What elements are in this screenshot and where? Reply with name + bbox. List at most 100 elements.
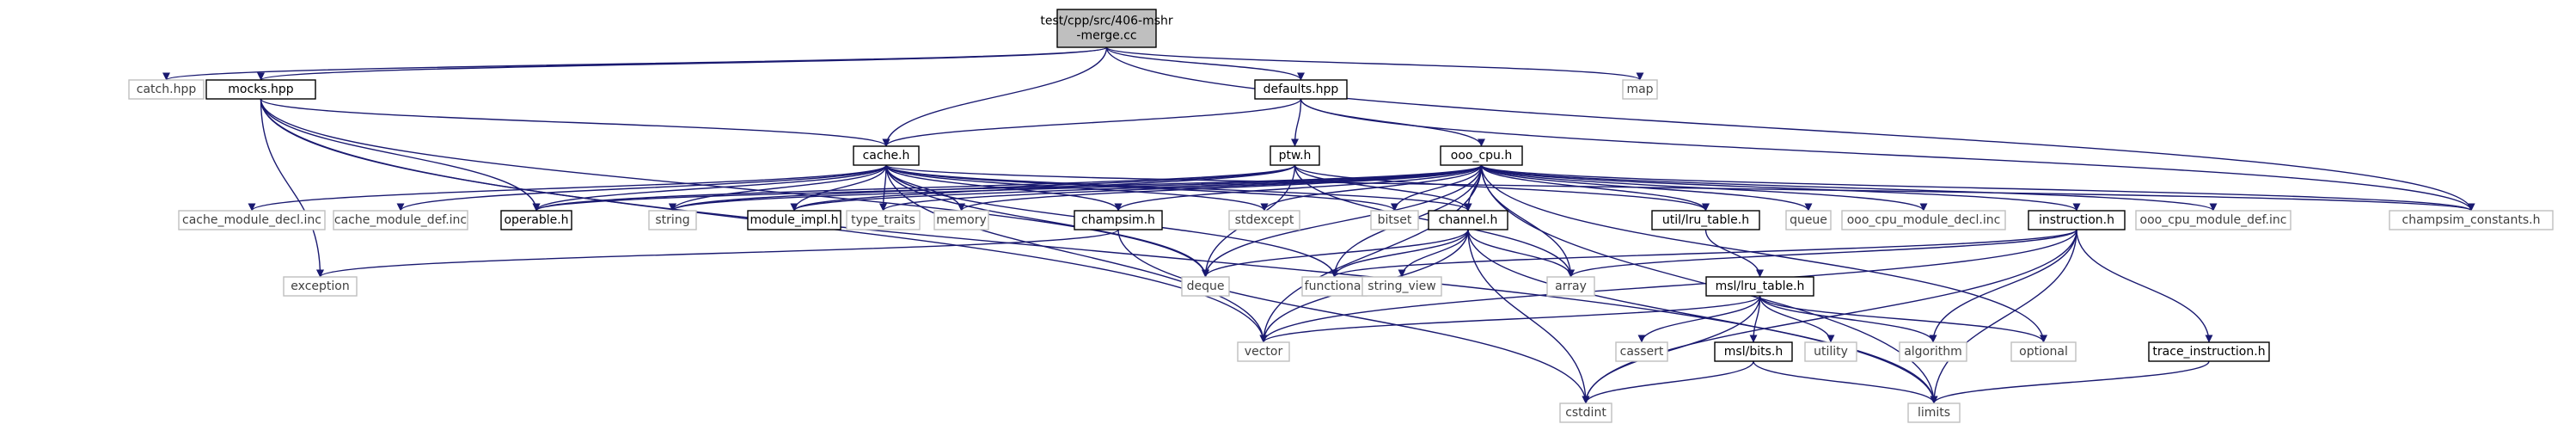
- node-cmdef: cache_module_def.inc: [333, 210, 468, 230]
- node-constants-box: [2389, 210, 2554, 230]
- node-cmdef-box: [333, 210, 468, 230]
- edge-cache-to-cmdef: [396, 164, 887, 212]
- node-string-label: string: [655, 213, 689, 227]
- edge-ptw-to-string: [669, 164, 1296, 212]
- node-module_impl[interactable]: module_impl.h: [747, 210, 841, 230]
- node-lru_table[interactable]: util/lru_table.h: [1651, 210, 1760, 230]
- node-constants: champsim_constants.h: [2389, 210, 2554, 230]
- node-cstdint-label: cstdint: [1565, 406, 1606, 420]
- node-msl_lru[interactable]: msl/lru_table.h: [1705, 276, 1814, 297]
- node-cmdecl: cache_module_decl.inc: [178, 210, 326, 230]
- node-algorithm-box: [1899, 341, 1967, 362]
- edge-msl_lru-to-vector: [1259, 295, 1761, 343]
- edge-channel-to-array: [1467, 229, 1575, 278]
- node-catch: catch.hpp: [128, 79, 205, 100]
- node-type_traits-label: type_traits: [851, 213, 915, 227]
- node-msl_lru-box: [1705, 276, 1814, 297]
- edge-root-to-map: [1105, 46, 1644, 81]
- edge-msl_lru-to-cstdint: [1582, 295, 1761, 404]
- edge-ooo-to-deque: [1202, 164, 1483, 278]
- edge-defaults-to-constants: [1300, 98, 2475, 212]
- node-cache[interactable]: cache.h: [853, 145, 920, 166]
- node-ocmdef: ooo_cpu_module_def.inc: [2135, 210, 2291, 230]
- edge-ptw-to-channel: [1294, 164, 1472, 212]
- node-root[interactable]: test/cpp/src/406-mshr-merge.cc: [1040, 9, 1173, 48]
- node-functional: functional: [1301, 276, 1368, 297]
- node-ooo[interactable]: ooo_cpu.h: [1440, 145, 1523, 166]
- edge-cache-to-string: [669, 164, 887, 212]
- node-trace[interactable]: trace_instruction.h: [2148, 341, 2270, 362]
- node-channel[interactable]: channel.h: [1428, 210, 1508, 230]
- node-instruction-label: instruction.h: [2039, 213, 2114, 227]
- node-algorithm: algorithm: [1899, 341, 1967, 362]
- node-operable-label: operable.h: [504, 213, 568, 227]
- node-vector-label: vector: [1245, 345, 1283, 359]
- node-catch-label: catch.hpp: [137, 83, 197, 96]
- edge-instruction-to-array: [1567, 229, 2077, 278]
- edge-cache-to-operable: [532, 164, 887, 212]
- node-string: string: [648, 210, 697, 230]
- node-queue-label: queue: [1790, 213, 1827, 227]
- edge-mocks-to-cache: [260, 98, 890, 147]
- edge-ooo-to-bitset: [1391, 164, 1483, 212]
- edge-instruction-to-functional: [1331, 229, 2077, 278]
- node-memory-label: memory: [936, 213, 987, 227]
- node-array-box: [1546, 276, 1595, 297]
- node-ptw-label: ptw.h: [1279, 149, 1312, 163]
- node-channel-box: [1428, 210, 1508, 230]
- node-root-label: -merge.cc: [1076, 29, 1136, 43]
- node-mocks-label: mocks.hpp: [228, 83, 294, 96]
- edge-root-to-constants: [1105, 46, 2475, 212]
- node-cmdef-label: cache_module_def.inc: [334, 213, 467, 227]
- edge-msl_bits-to-limits: [1753, 360, 1938, 404]
- node-deque: deque: [1181, 276, 1230, 297]
- node-cmdecl-label: cache_module_decl.inc: [182, 213, 321, 227]
- edge-channel-to-functional: [1331, 229, 1469, 278]
- node-msl_lru-label: msl/lru_table.h: [1716, 280, 1805, 293]
- node-msl_bits[interactable]: msl/bits.h: [1714, 341, 1793, 362]
- node-vector: vector: [1237, 341, 1290, 362]
- edge-ooo-to-ocmdecl: [1480, 164, 1928, 212]
- node-mocks[interactable]: mocks.hpp: [205, 79, 316, 100]
- node-string_view: string_view: [1361, 276, 1442, 297]
- edge-root-to-mocks: [257, 46, 1108, 81]
- node-string_view-label: string_view: [1368, 280, 1435, 293]
- edge-ooo-to-champsim: [1114, 164, 1483, 212]
- node-champsim[interactable]: champsim.h: [1074, 210, 1163, 230]
- edge-ooo-to-lru_table: [1480, 164, 1710, 212]
- node-instruction-box: [2028, 210, 2126, 230]
- node-utility: utility: [1804, 341, 1857, 362]
- node-module_impl-label: module_impl.h: [750, 213, 838, 227]
- node-trace-box: [2148, 341, 2270, 362]
- edge-channel-to-cstdint: [1467, 229, 1590, 404]
- node-operable[interactable]: operable.h: [500, 210, 572, 230]
- node-ptw[interactable]: ptw.h: [1270, 145, 1320, 166]
- node-cache-box: [853, 145, 920, 166]
- edge-cache-to-vector: [885, 164, 1268, 343]
- edge-msl_lru-to-algorithm: [1759, 295, 1937, 343]
- node-stdexcept: stdexcept: [1228, 210, 1300, 230]
- edge-mocks-to-deque: [260, 98, 1209, 278]
- nodes: test/cpp/src/406-mshr-merge.cc catch.hpp m…: [128, 9, 2554, 423]
- node-limits-label: limits: [1918, 406, 1950, 420]
- node-trace-label: trace_instruction.h: [2152, 345, 2265, 359]
- node-queue-box: [1785, 210, 1832, 230]
- edge-cache-to-cmdecl: [248, 164, 887, 212]
- node-ocmdecl-label: ooo_cpu_module_decl.inc: [1847, 213, 2001, 227]
- node-exception: exception: [283, 276, 358, 297]
- node-functional-label: functional: [1305, 280, 1365, 293]
- edge-champsim-to-exception: [316, 229, 1119, 278]
- edge-trace-to-limits: [1930, 360, 2210, 404]
- node-optional: optional: [2010, 341, 2077, 362]
- node-instruction[interactable]: instruction.h: [2028, 210, 2126, 230]
- node-constants-label: champsim_constants.h: [2402, 213, 2541, 227]
- node-cassert: cassert: [1615, 341, 1668, 362]
- edge-champsim-to-cstdint: [1117, 229, 1590, 404]
- node-optional-label: optional: [2019, 345, 2068, 359]
- node-defaults[interactable]: defaults.hpp: [1254, 79, 1348, 100]
- node-champsim-box: [1074, 210, 1163, 230]
- node-stdexcept-label: stdexcept: [1235, 213, 1294, 227]
- node-cache-label: cache.h: [863, 149, 910, 163]
- edge-channel-to-limits: [1467, 229, 1938, 404]
- edge-msl_lru-to-utility: [1759, 295, 1835, 343]
